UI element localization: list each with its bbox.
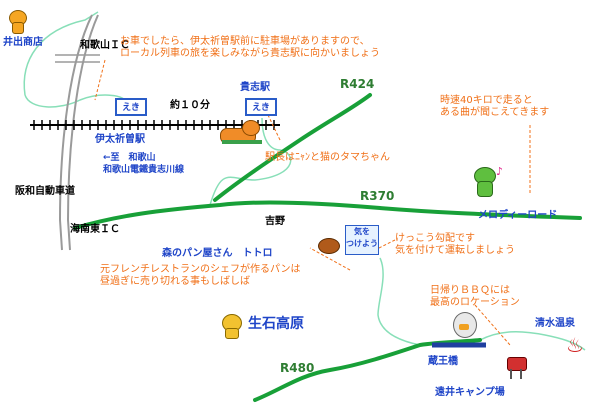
to-wakayama-label: ←至 和歌山 (103, 153, 156, 163)
expressway-line-2 (66, 14, 99, 251)
leader-steep (374, 239, 396, 251)
light-road-south (377, 257, 421, 346)
frog-music-icon: ♪ (470, 165, 503, 199)
wakayama-line-label: 和歌山電鐵貴志川線 (103, 165, 185, 175)
road-label-r424: R424 (340, 77, 375, 91)
note-parking: お車でしたら、伊太祈曽駅前に駐車場がありますので、 ローカル列車の旅を楽しみなが… (120, 36, 380, 59)
road-label-r480: R480 (280, 361, 315, 375)
note-bread: 元フレンチレストランのシェフが作るパンは 昼過ぎに売り切れる事もしばしば (100, 264, 301, 287)
leader-parking (94, 59, 106, 101)
road-r480 (253, 338, 482, 402)
hot-spring-icon: ♨ (566, 333, 584, 357)
eki-sign-kishi: えき (245, 98, 277, 116)
bbq-grill-icon (505, 355, 527, 381)
expressway-label: 阪和自動車道 (15, 186, 75, 197)
deer-mascot-icon (218, 310, 244, 339)
light-road-camp (479, 330, 586, 351)
road-r424 (213, 93, 372, 202)
yoshino-label: 吉野 (265, 216, 285, 227)
travel-time-label: 約１０分 (170, 100, 210, 111)
leader-bbq (474, 304, 511, 346)
light-road-north (23, 11, 99, 96)
shimizu-onsen-label: 清水温泉 (535, 318, 575, 329)
note-steep: けっこう勾配です 気を付けて運転しましょう (395, 233, 515, 256)
road-r370 (73, 200, 582, 230)
light-road-west-loop (24, 94, 126, 108)
camp-label: 遠井キャンプ場 (435, 387, 505, 398)
dog-mascot-icon (6, 8, 28, 34)
station-idakiso-label: 伊太祈曽駅 (95, 134, 145, 145)
bakery-label: 森のパン屋さん トトロ (162, 248, 273, 259)
leader-bread (309, 247, 351, 271)
ikoishi-label: 生石高原 (248, 316, 304, 332)
station-kishi-label: 貴志駅 (240, 82, 270, 93)
road-label-r370: R370 (360, 189, 395, 203)
owl-mascot-icon (450, 310, 478, 340)
note-bbq: 日帰りＢＢＱには 最高のロケーション (430, 285, 520, 308)
expressway-line-1 (58, 14, 93, 251)
melody-road-label: メロディーロード (478, 210, 558, 221)
light-road-kishi-south (209, 117, 292, 206)
ic-wakayama-label: 和歌山ＩＣ (80, 40, 130, 51)
zao-bridge-label: 蔵王橋 (428, 356, 458, 367)
cat-mascot-icon (220, 120, 262, 144)
ic-kainan-higashi-label: 海南東ＩＣ (70, 224, 120, 235)
shop-label: 井出商店 (3, 37, 43, 48)
caution-sign: 気を つけよう (345, 225, 379, 255)
note-stationmaster: 駅長はﾆｬﾝと猫のタマちゃん (265, 152, 390, 163)
bread-icon (318, 238, 340, 254)
eki-sign-idakiso: えき (115, 98, 147, 116)
note-melody: 時速40キロで走ると ある曲が聞こえてきます (440, 95, 550, 118)
